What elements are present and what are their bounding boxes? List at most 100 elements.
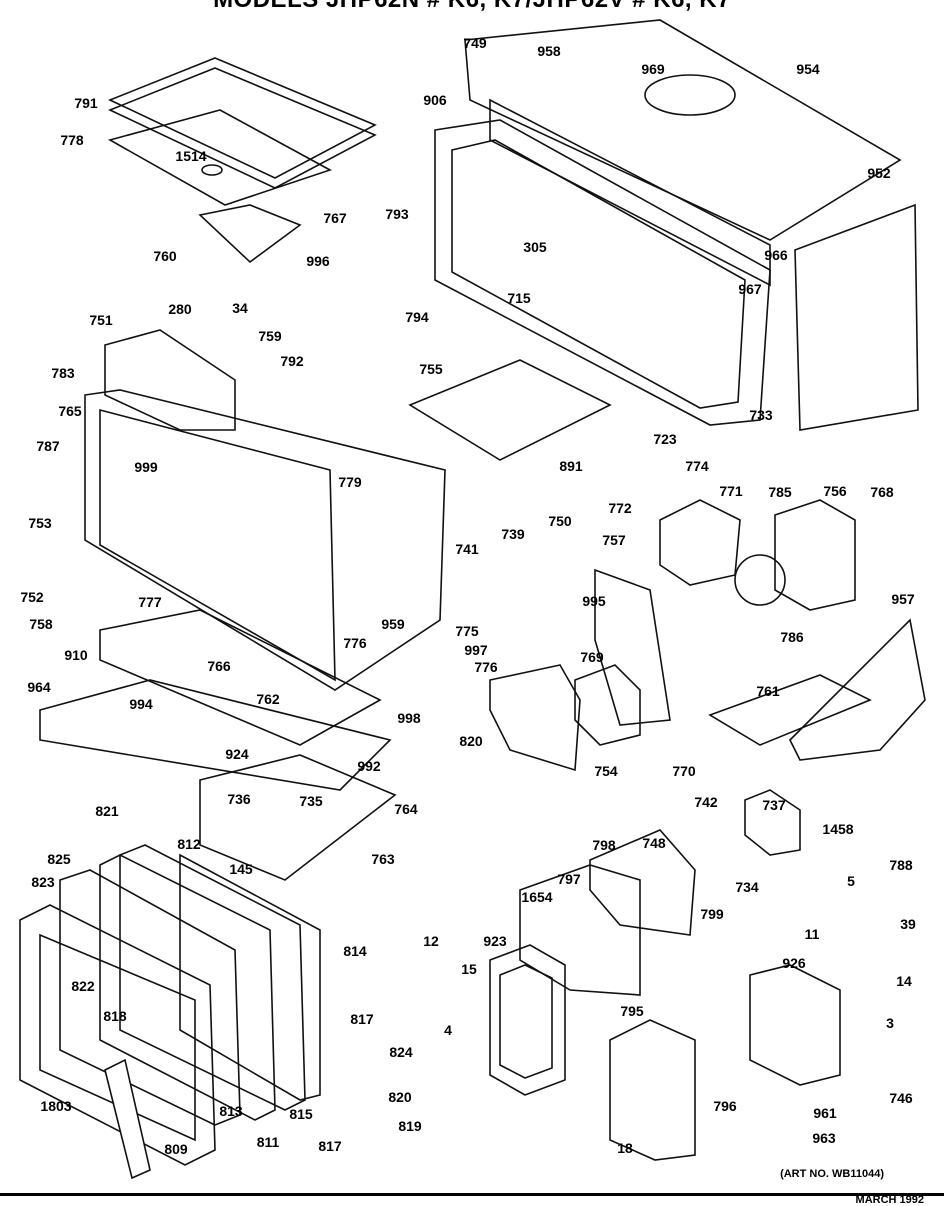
part-label-3: 3 — [886, 1015, 894, 1031]
part-label-39: 39 — [900, 916, 916, 932]
part-label-812: 812 — [177, 836, 201, 852]
part-label-994: 994 — [129, 696, 153, 712]
part-label-765: 765 — [58, 403, 82, 419]
part-label-910: 910 — [64, 647, 88, 663]
part-label-997: 997 — [464, 642, 488, 658]
part-label-761: 761 — [756, 683, 780, 699]
part-label-749: 749 — [463, 35, 487, 51]
duct — [594, 568, 671, 726]
part-label-992: 992 — [357, 758, 381, 774]
part-label-961: 961 — [813, 1105, 837, 1121]
part-label-742: 742 — [694, 794, 718, 810]
part-label-797: 797 — [557, 871, 581, 887]
oven-cavity — [84, 389, 446, 691]
tray — [107, 109, 332, 206]
part-label-815: 815 — [289, 1106, 313, 1122]
part-label-820: 820 — [388, 1089, 412, 1105]
part-label-770: 770 — [672, 763, 696, 779]
transformer — [574, 664, 641, 746]
part-label-995: 995 — [582, 593, 606, 609]
part-label-759: 759 — [258, 328, 282, 344]
part-label-794: 794 — [405, 309, 429, 325]
part-label-823: 823 — [31, 874, 55, 890]
door-frame-outer — [19, 904, 216, 1166]
magnetron — [659, 499, 741, 586]
part-label-12: 12 — [423, 933, 439, 949]
part-label-748: 748 — [642, 835, 666, 851]
part-label-954: 954 — [796, 61, 820, 77]
part-label-1654: 1654 — [521, 889, 552, 905]
base-plate — [39, 679, 392, 791]
part-label-739: 739 — [501, 526, 525, 542]
part-label-746: 746 — [889, 1090, 913, 1106]
part-label-4: 4 — [444, 1022, 452, 1038]
part-label-737: 737 — [762, 797, 786, 813]
part-label-811: 811 — [257, 1134, 280, 1150]
side-panel — [794, 203, 919, 431]
part-label-820: 820 — [459, 733, 483, 749]
part-label-715: 715 — [507, 290, 531, 306]
part-label-787: 787 — [36, 438, 60, 454]
panel-18 — [609, 1019, 696, 1161]
part-label-796: 796 — [713, 1098, 737, 1114]
bracket-957 — [789, 618, 926, 761]
part-label-1458: 1458 — [822, 821, 853, 837]
part-label-735: 735 — [299, 793, 323, 809]
part-label-757: 757 — [602, 532, 626, 548]
part-label-751: 751 — [89, 312, 113, 328]
part-label-822: 822 — [71, 978, 95, 994]
part-label-967: 967 — [738, 281, 762, 297]
part-label-15: 15 — [461, 961, 477, 977]
part-label-145: 145 — [229, 861, 253, 877]
part-label-825: 825 — [47, 851, 71, 867]
part-label-788: 788 — [889, 857, 913, 873]
outer-case — [464, 19, 902, 241]
part-label-792: 792 — [280, 353, 304, 369]
part-label-779: 779 — [338, 474, 362, 490]
footer-rule — [0, 1193, 944, 1196]
part-label-778: 778 — [60, 132, 84, 148]
part-label-785: 785 — [768, 484, 792, 500]
part-label-1514: 1514 — [175, 148, 206, 164]
part-label-777: 777 — [138, 594, 162, 610]
part-label-734: 734 — [735, 879, 759, 895]
part-label-966: 966 — [764, 247, 788, 263]
part-label-957: 957 — [891, 591, 915, 607]
part-label-741: 741 — [455, 541, 479, 557]
part-label-819: 819 — [398, 1118, 422, 1134]
part-label-783: 783 — [51, 365, 75, 381]
part-label-752: 752 — [20, 589, 44, 605]
part-label-764: 764 — [394, 801, 418, 817]
part-label-769: 769 — [580, 649, 604, 665]
vent-grille — [408, 359, 612, 461]
part-label-305: 305 — [523, 239, 547, 255]
part-label-762: 762 — [256, 691, 280, 707]
part-label-817: 817 — [318, 1138, 342, 1154]
part-label-754: 754 — [594, 763, 618, 779]
part-label-5: 5 — [847, 873, 855, 889]
part-label-723: 723 — [653, 431, 677, 447]
part-label-786: 786 — [780, 629, 804, 645]
tray-761 — [708, 674, 872, 746]
part-outlines — [19, 19, 926, 1180]
part-label-768: 768 — [870, 484, 894, 500]
part-label-776: 776 — [343, 635, 367, 651]
part-label-753: 753 — [28, 515, 52, 531]
part-label-963: 963 — [812, 1130, 836, 1146]
part-label-18: 18 — [617, 1140, 633, 1156]
part-label-763: 763 — [371, 851, 395, 867]
part-label-772: 772 — [608, 500, 632, 516]
part-label-766: 766 — [207, 658, 231, 674]
board-926 — [749, 964, 841, 1086]
part-label-11: 11 — [805, 926, 820, 942]
part-label-793: 793 — [385, 206, 409, 222]
part-label-756: 756 — [823, 483, 847, 499]
part-label-1803: 1803 — [40, 1098, 71, 1114]
part-label-906: 906 — [423, 92, 447, 108]
frame-923 — [489, 944, 566, 1096]
part-label-821: 821 — [95, 803, 119, 819]
control-box — [104, 329, 236, 431]
part-label-924: 924 — [225, 746, 249, 762]
